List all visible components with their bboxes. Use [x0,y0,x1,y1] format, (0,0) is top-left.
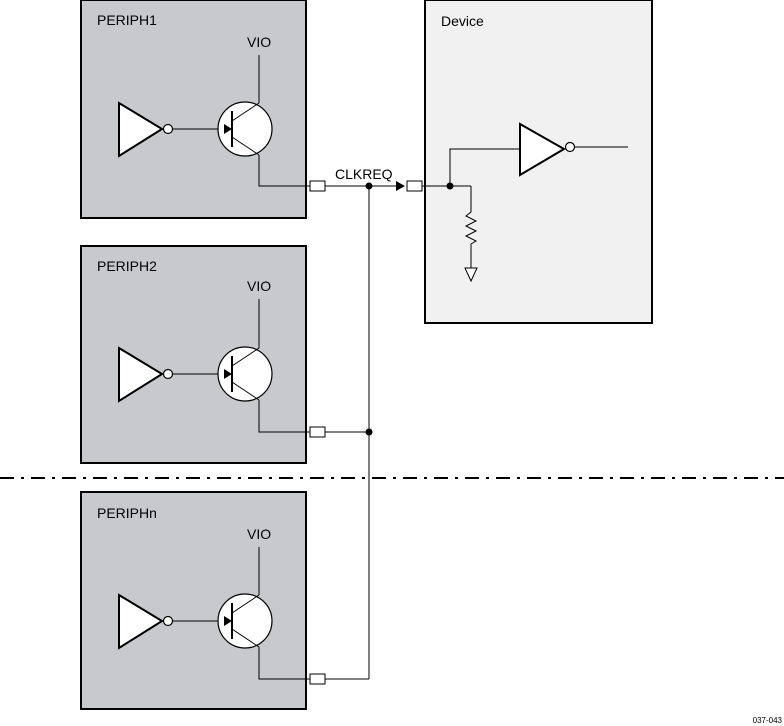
periph1-pin [309,180,326,192]
device-pin [406,180,423,192]
periph1-label: PERIPH1 [97,12,157,28]
periphn-vio-label: VIO [247,526,271,542]
periph1-buffer-symbol [118,101,164,158]
clkreq-arrow [396,181,405,191]
pulldown-resistor-icon [464,186,478,268]
periphn-pin [309,673,326,685]
periphn-box [80,491,307,710]
periph1-vio-label: VIO [247,34,271,50]
periph1-block: PERIPH1 VIO [80,0,326,219]
periph1-transistor-symbol [217,101,273,157]
periphn-buffer-symbol [118,593,164,650]
periph2-transistor-symbol [217,346,273,402]
periph2-buffer-symbol [118,346,164,403]
periph2-block: PERIPH2 VIO [80,245,326,464]
ground-icon [464,267,478,283]
periphn-transistor-symbol [217,593,273,649]
periph1-box [80,0,307,219]
periph2-output-wire [258,400,310,433]
junction-dot-2 [365,428,373,436]
clkreq-label: CLKREQ [335,166,393,182]
periph2-label: PERIPH2 [97,258,157,274]
periph2-vio-label: VIO [247,278,271,294]
periphn-block: PERIPHn VIO [80,491,326,710]
figure-id: 037-043 [753,716,783,725]
periphn-inverter-bubble [162,615,174,627]
device-label: Device [441,13,484,29]
periph1-inverter-bubble [162,123,174,135]
device-buffer-symbol [519,122,566,177]
device-inverter-bubble [564,141,576,153]
periphn-label: PERIPHn [97,505,157,521]
periph2-pin [309,426,326,438]
periph2-box [80,245,307,464]
periphn-output-wire [258,647,310,680]
periph2-inverter-bubble [162,368,174,380]
periph1-output-wire [258,155,310,187]
clkreq-bus [325,181,405,680]
device-block: Device [406,0,653,324]
junction-dot-1 [365,182,373,190]
device-input-wire [449,148,520,186]
